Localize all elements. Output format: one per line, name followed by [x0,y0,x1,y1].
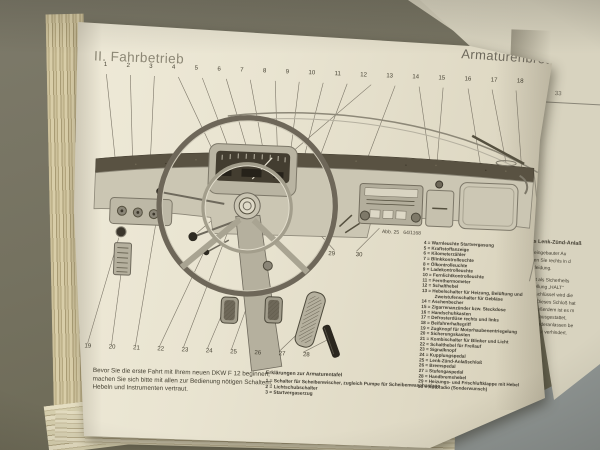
callout-number: 4 [171,63,176,71]
cigarette-lighter [435,180,444,189]
callout-number: 12 [360,71,368,79]
callout-number: 16 [464,75,472,83]
handbrake-lever [322,324,340,358]
explanations-items: 1 = Schalter für Scheibenwischer, zuglei… [265,378,441,401]
callout-number: 24 [205,347,213,355]
callout-number: 13 [386,72,394,80]
callout-number: 18 [516,77,524,85]
callout-number: 26 [254,349,262,357]
radio-knob-right [410,212,421,223]
callout-number: 20 [108,343,116,351]
instrument-cluster [207,143,298,197]
callout-number: 10 [308,69,316,77]
callout-number: 2 [126,61,131,69]
steering-wheel [156,115,338,297]
page-header: Armaturenbrett [460,46,554,67]
callout-number: 25 [230,348,238,356]
callout-number: 21 [132,344,140,352]
callout-number: 17 [490,76,498,84]
explanations-block: Erklärungen zur Armaturentafel 1 = Schal… [265,370,442,401]
brake-pedal [264,296,283,324]
intro-paragraph: Bevor Sie die erste Fahrt mit Ihrem neue… [92,366,273,393]
callout-number: 1 [103,60,108,68]
accelerator-pedal [294,291,326,348]
horn-button [238,197,256,215]
callout-number: 30 [355,251,363,259]
callout-number: 6 [217,65,221,73]
fuse-box [112,242,133,276]
callout-number: 27 [278,350,286,358]
radio-knob-left [359,210,370,221]
callout-number: 15 [438,74,446,82]
callout-number: 14 [412,73,420,81]
callout-number: 28 [302,351,310,359]
callout-number: 29 [328,250,336,257]
ignition-lock [262,260,273,271]
callout-numbers-middle: 29 30 [328,250,362,258]
defroster-vent [495,160,517,167]
horn-ring [201,162,293,254]
callout-number: 7 [240,66,244,74]
grab-handle [519,174,529,195]
dashboard-drawing [87,74,539,372]
heater-levers [338,214,361,234]
callout-number: 11 [334,70,341,78]
callout-number: 23 [181,346,189,354]
callout-number: 19 [84,342,92,350]
hood-release-knob [115,226,127,238]
callout-number: 9 [285,68,290,75]
ashtray [425,189,455,228]
callout-number: 5 [194,64,199,72]
clutch-pedal [220,296,239,324]
wiper-arm [471,134,525,166]
odometer [241,168,262,178]
callout-number: 22 [157,345,165,353]
callout-number: 3 [149,62,153,70]
callout-number: 8 [262,67,267,75]
radio [358,182,424,227]
glovebox [458,182,519,231]
